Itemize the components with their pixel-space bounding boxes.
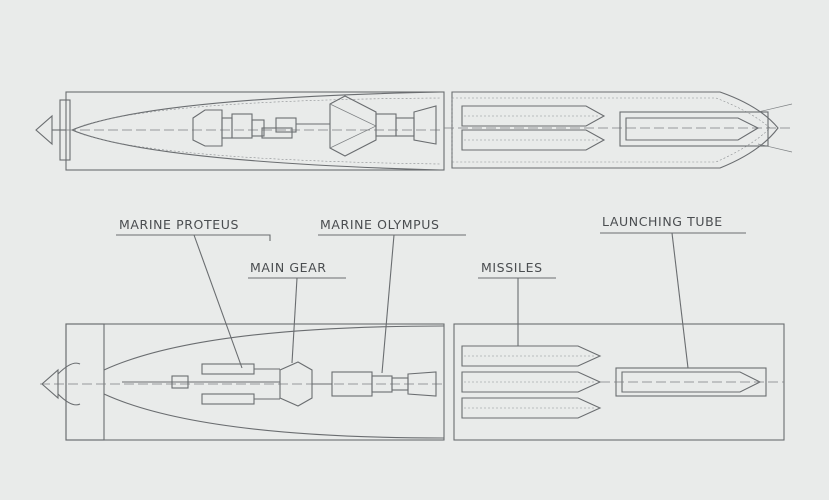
side-missiles (461, 105, 606, 151)
plan-launching-tube (600, 367, 784, 397)
side-hull-front (444, 91, 793, 169)
svg-text:MARINE OLYMPUS: MARINE OLYMPUS (320, 217, 440, 232)
label-marine-olympus: MARINE OLYMPUS (318, 217, 466, 374)
svg-text:LAUNCHING TUBE: LAUNCHING TUBE (602, 214, 723, 229)
label-missiles: MISSILES (478, 260, 556, 346)
label-main-gear: MAIN GEAR (248, 260, 346, 364)
side-view (35, 91, 793, 171)
plan-main-gear (279, 361, 332, 407)
plan-missiles (461, 345, 602, 419)
side-propeller-icon (35, 99, 71, 161)
plan-view (40, 323, 785, 441)
side-launching-tube (619, 111, 769, 147)
svg-text:MARINE PROTEUS: MARINE PROTEUS (119, 217, 239, 232)
side-engine-olympus (329, 95, 437, 157)
plan-propeller-icon (41, 362, 81, 406)
plan-hull-rear (40, 323, 445, 441)
side-engine-proteus (192, 109, 330, 147)
plan-engine-proteus (122, 363, 280, 405)
label-marine-proteus: MARINE PROTEUS (116, 217, 271, 369)
svg-text:MAIN GEAR: MAIN GEAR (250, 260, 327, 275)
label-launching-tube: LAUNCHING TUBE (600, 214, 746, 369)
svg-text:MISSILES: MISSILES (481, 260, 543, 275)
side-hull-rear (65, 91, 445, 171)
plan-engine-olympus (331, 371, 437, 397)
